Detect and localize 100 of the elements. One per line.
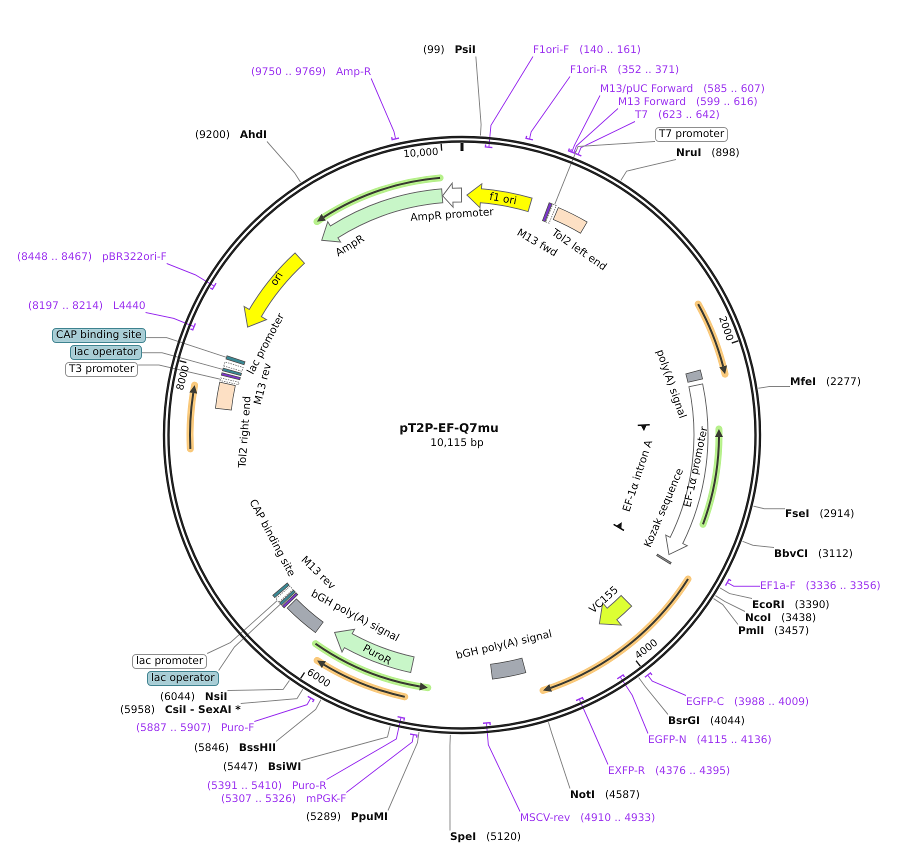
leader-line	[570, 108, 618, 155]
leader-line	[482, 722, 520, 812]
feature-block	[275, 586, 294, 603]
primer-range: (599 .. 616)	[696, 96, 758, 108]
enzyme-name: NcoI	[745, 612, 772, 624]
leader-line	[724, 578, 760, 587]
cut-position: (9200)	[195, 128, 230, 140]
enzyme-name: FseI	[785, 508, 810, 520]
primer-range: (623 .. 642)	[658, 108, 720, 120]
cut-position: (2277)	[826, 376, 861, 388]
feature-tag: lac operator	[70, 344, 142, 360]
primer-name: Puro-F	[221, 722, 254, 734]
leader-line	[141, 352, 223, 370]
leader-line	[616, 674, 648, 734]
leader-line	[145, 337, 226, 358]
primer-range: (5887 .. 5907)	[136, 722, 211, 734]
leader-line	[449, 734, 451, 831]
feature-tag: lac operator	[147, 670, 219, 686]
leader-line	[568, 95, 600, 154]
primer-name: EF1a-F	[760, 580, 796, 592]
scale-label: 2000	[715, 315, 735, 343]
primer-range: (9750 .. 9769)	[251, 66, 326, 78]
enzyme-name: NotI	[570, 788, 595, 800]
cut-position: (5846)	[194, 742, 229, 754]
enzyme-name: EcoRI	[752, 598, 785, 610]
leader-line	[266, 141, 302, 183]
cut-position: (3390)	[794, 598, 830, 610]
primer-range: (140 .. 161)	[579, 44, 641, 56]
leader-line	[145, 312, 196, 331]
leader-line	[138, 364, 220, 380]
primer-name: F1ori-R	[570, 64, 608, 76]
enzyme-name: BssHII	[238, 742, 276, 754]
feature-label: ori	[268, 270, 286, 288]
cut-position: (5289)	[306, 810, 341, 822]
leader-line	[475, 56, 482, 136]
primer-name: F1ori-F	[533, 44, 570, 56]
enzyme-name: MfeI	[790, 376, 816, 388]
primer-range: (8448 .. 8467)	[17, 250, 92, 262]
leader-line	[370, 78, 400, 140]
cut-position: (5958)	[120, 704, 155, 716]
leader-line	[644, 672, 686, 696]
feature-block	[222, 368, 242, 376]
primer-range: (352 .. 371)	[617, 64, 680, 76]
primer-name: Puro-R	[292, 780, 327, 792]
leader-line	[326, 716, 406, 780]
feature-block	[279, 590, 296, 606]
leader-line	[620, 159, 676, 181]
enzyme-name: NsiI	[204, 690, 228, 702]
cut-position: (99)	[423, 44, 445, 56]
cut-position: (3438)	[781, 612, 816, 624]
primer-name: L4440	[113, 300, 146, 312]
feature-label: bGH poly(A) signal	[454, 628, 554, 662]
leader-line	[638, 677, 668, 715]
enzyme-name: BbvCI	[774, 548, 808, 560]
enzyme-name: NruI	[676, 146, 702, 158]
leader-line	[387, 731, 420, 811]
cut-position: (3457)	[774, 624, 810, 636]
enzyme-name: PmlI	[738, 624, 764, 636]
leader-line	[218, 604, 281, 671]
enzyme-name: BsrGI	[668, 714, 700, 726]
cut-position: (5447)	[223, 760, 258, 772]
enzyme-name: AhdI	[240, 128, 267, 140]
primer-range: (4376 .. 4395)	[655, 764, 730, 776]
leader-line	[240, 688, 304, 704]
leader-line	[548, 722, 570, 789]
cut-position: (5120)	[486, 830, 522, 842]
leader-line	[166, 263, 217, 290]
feature-label: f1 ori	[488, 190, 518, 208]
cut-position: (2914)	[819, 508, 854, 520]
feature-tag: T7 promoter	[655, 126, 728, 142]
primer-range: (4910 .. 4933)	[580, 812, 656, 824]
primer-name: EGFP-N	[648, 734, 687, 746]
enzyme-name: SpeI	[450, 830, 476, 842]
primer-name: MSCV-rev	[520, 812, 570, 824]
leader-line	[300, 726, 391, 761]
primer-range: (4115 .. 4136)	[696, 734, 772, 746]
cut-position: (898)	[711, 146, 740, 158]
leader-line	[720, 587, 752, 599]
enzyme-name: PsiI	[454, 44, 476, 56]
leader-line	[525, 76, 570, 141]
leader-line	[226, 680, 290, 691]
cut-position: (4044)	[710, 714, 745, 726]
feature-tag: T3 promoter	[65, 362, 138, 376]
leader-line	[484, 56, 534, 148]
leader-line	[714, 595, 746, 612]
leader-line	[575, 697, 608, 765]
leader-line	[276, 699, 322, 742]
leader-line	[574, 121, 636, 157]
feature-label: AmpR promoter	[410, 206, 494, 224]
feature-block	[545, 204, 557, 224]
primer-range: (5307 .. 5326)	[221, 792, 296, 804]
primer-range: (3988 .. 4009)	[734, 696, 810, 708]
primer-range: (5391 .. 5410)	[207, 780, 282, 792]
cut-position: (4587)	[604, 788, 640, 800]
leader-line	[713, 598, 738, 625]
feature-label: EF-1α promoter	[682, 426, 710, 508]
primer-range: (8197 .. 8214)	[28, 300, 103, 312]
plasmid-name: pT2P-EF-Q7mu	[399, 421, 499, 435]
leader-line	[742, 540, 774, 548]
cut-position: (3112)	[818, 548, 853, 560]
